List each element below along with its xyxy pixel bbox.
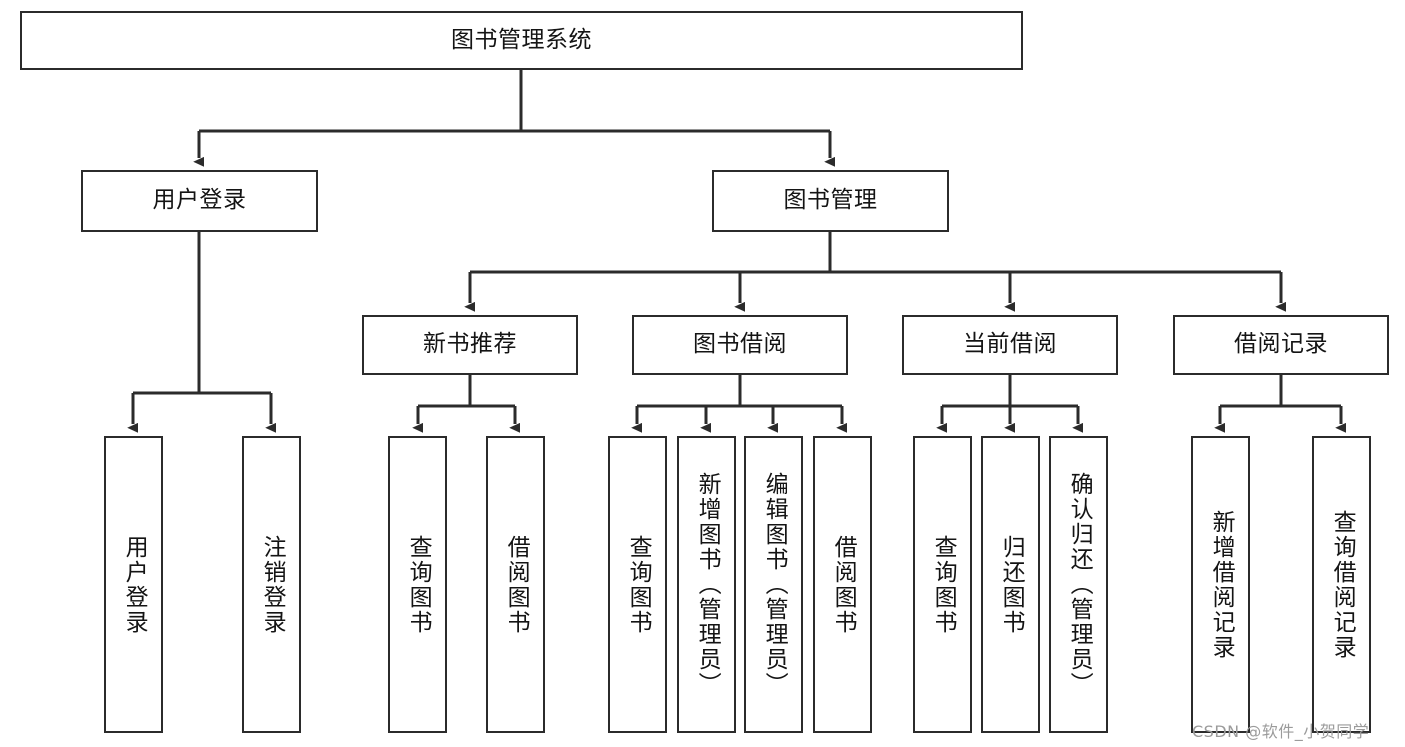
node-leaf-query-book-2-label: 查询图书 bbox=[625, 534, 652, 635]
node-borrow-record[interactable]: 借阅记录 bbox=[1173, 315, 1389, 375]
node-leaf-add-book[interactable]: 新增图书（管理员） bbox=[677, 436, 736, 733]
node-leaf-query-book-2[interactable]: 查询图书 bbox=[608, 436, 667, 733]
node-new-book-recommend-label: 新书推荐 bbox=[423, 331, 517, 358]
node-leaf-return-book-label: 归还图书 bbox=[998, 534, 1025, 635]
node-leaf-add-record-label: 新增借阅记录 bbox=[1208, 509, 1235, 660]
node-leaf-add-book-label: 新增图书（管理员） bbox=[694, 472, 721, 697]
node-user-login[interactable]: 用户登录 bbox=[81, 170, 318, 232]
node-book-management-label: 图书管理 bbox=[783, 187, 878, 214]
node-leaf-query-book-1-label: 查询图书 bbox=[405, 534, 432, 635]
node-leaf-edit-book-label: 编辑图书（管理员） bbox=[761, 472, 788, 697]
node-leaf-user-logout[interactable]: 注销登录 bbox=[242, 436, 301, 733]
node-leaf-query-book-3-label: 查询图书 bbox=[930, 534, 957, 635]
node-leaf-borrow-book-1-label: 借阅图书 bbox=[503, 534, 530, 635]
node-leaf-add-record[interactable]: 新增借阅记录 bbox=[1191, 436, 1250, 733]
node-leaf-borrow-book-2[interactable]: 借阅图书 bbox=[813, 436, 872, 733]
csdn-watermark: CSDN @软件_小贺同学 bbox=[1192, 722, 1370, 741]
node-leaf-return-book[interactable]: 归还图书 bbox=[981, 436, 1040, 733]
node-leaf-user-login-label: 用户登录 bbox=[121, 534, 148, 635]
node-leaf-user-logout-label: 注销登录 bbox=[259, 534, 286, 635]
node-new-book-recommend[interactable]: 新书推荐 bbox=[362, 315, 578, 375]
node-current-borrow-label: 当前借阅 bbox=[963, 331, 1057, 358]
node-leaf-query-book-3[interactable]: 查询图书 bbox=[913, 436, 972, 733]
node-current-borrow[interactable]: 当前借阅 bbox=[902, 315, 1118, 375]
node-leaf-query-record[interactable]: 查询借阅记录 bbox=[1312, 436, 1371, 733]
node-book-borrow-label: 图书借阅 bbox=[693, 331, 787, 358]
node-book-borrow[interactable]: 图书借阅 bbox=[632, 315, 848, 375]
node-leaf-borrow-book-1[interactable]: 借阅图书 bbox=[486, 436, 545, 733]
node-leaf-confirm-return-label: 确认归还（管理员） bbox=[1066, 472, 1093, 697]
node-root[interactable]: 图书管理系统 bbox=[20, 11, 1023, 70]
node-root-label: 图书管理系统 bbox=[451, 26, 592, 53]
node-leaf-confirm-return[interactable]: 确认归还（管理员） bbox=[1049, 436, 1108, 733]
node-borrow-record-label: 借阅记录 bbox=[1234, 331, 1328, 358]
node-user-login-label: 用户登录 bbox=[152, 187, 247, 214]
node-leaf-query-record-label: 查询借阅记录 bbox=[1329, 509, 1356, 660]
node-book-management[interactable]: 图书管理 bbox=[712, 170, 949, 232]
node-leaf-borrow-book-2-label: 借阅图书 bbox=[830, 534, 857, 635]
node-leaf-edit-book[interactable]: 编辑图书（管理员） bbox=[744, 436, 803, 733]
node-leaf-user-login[interactable]: 用户登录 bbox=[104, 436, 163, 733]
node-leaf-query-book-1[interactable]: 查询图书 bbox=[388, 436, 447, 733]
